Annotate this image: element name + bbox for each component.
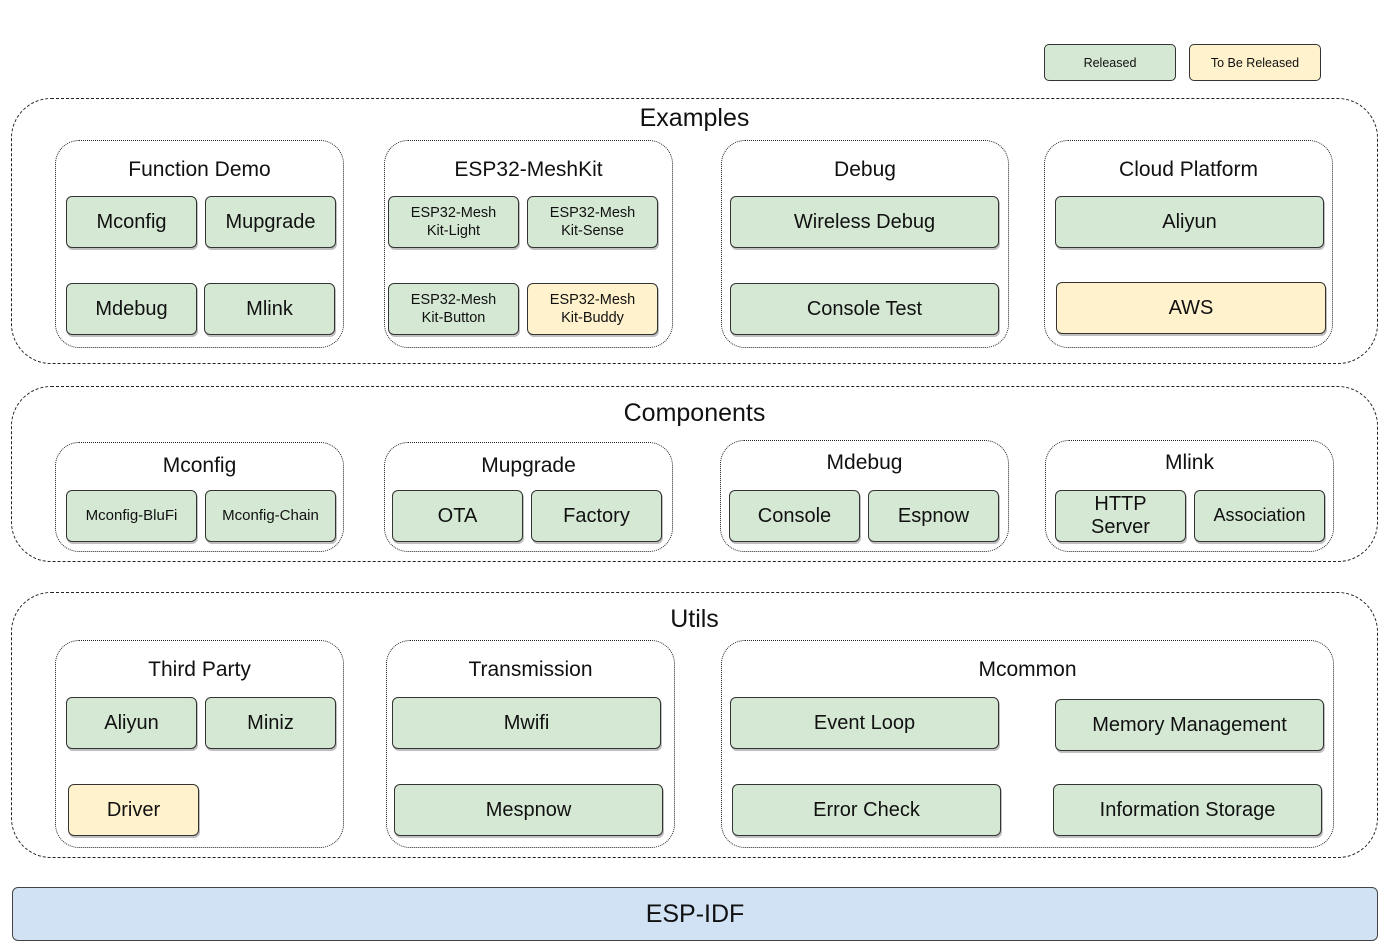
utils-title: Utils bbox=[670, 605, 719, 633]
mespnow-box: Mespnow bbox=[394, 784, 663, 836]
mconfig-chain-box: Mconfig-Chain bbox=[205, 490, 336, 542]
function-demo-group: Function Demo bbox=[55, 140, 344, 348]
meshkit-light-line2: Kit-Light bbox=[426, 223, 481, 239]
console-box: Console bbox=[729, 490, 860, 542]
example-mconfig-box: Mconfig bbox=[66, 196, 197, 248]
legend-released: Released bbox=[1044, 44, 1176, 81]
components-title: Components bbox=[623, 399, 766, 427]
meshkit-sense-line2: Kit-Sense bbox=[561, 223, 624, 239]
mcommon-group: Mcommon bbox=[721, 640, 1334, 848]
mlink-group: Mlink bbox=[1045, 440, 1334, 552]
function-demo-title: Function Demo bbox=[128, 158, 271, 181]
debug-group: Debug bbox=[721, 140, 1009, 348]
meshkit-light-line1: ESP32-Mesh bbox=[410, 204, 497, 221]
components-section: Components bbox=[11, 386, 1378, 562]
meshkit-button-line2: Kit-Button bbox=[421, 310, 486, 326]
driver-box: Driver bbox=[68, 784, 199, 836]
mdebug-group: Mdebug bbox=[720, 440, 1009, 552]
http-server-line2: Server bbox=[1091, 516, 1150, 538]
examples-title: Examples bbox=[639, 104, 750, 132]
ota-box: OTA bbox=[392, 490, 523, 542]
esp-idf-bar: ESP-IDF bbox=[12, 887, 1378, 941]
memory-management-box: Memory Management bbox=[1055, 699, 1324, 751]
examples-section: Examples bbox=[11, 98, 1378, 364]
mupgrade-group: Mupgrade bbox=[384, 442, 673, 552]
mupgrade-title: Mupgrade bbox=[481, 454, 576, 477]
cloud-platform-title: Cloud Platform bbox=[1119, 158, 1258, 181]
miniz-box: Miniz bbox=[205, 697, 336, 749]
meshkit-light-box: ESP32-Mesh Kit-Light bbox=[388, 196, 519, 248]
espnow-box: Espnow bbox=[868, 490, 999, 542]
event-loop-box: Event Loop bbox=[730, 697, 999, 749]
association-box: Association bbox=[1194, 490, 1325, 542]
meshkit-title: ESP32-MeshKit bbox=[454, 158, 603, 181]
third-party-title: Third Party bbox=[148, 658, 251, 681]
mconfig-blufi-box: Mconfig-BluFi bbox=[66, 490, 197, 542]
example-mupgrade-box: Mupgrade bbox=[205, 196, 336, 248]
debug-title: Debug bbox=[834, 158, 896, 181]
meshkit-buddy-box: ESP32-Mesh Kit-Buddy bbox=[527, 283, 658, 335]
error-check-box: Error Check bbox=[732, 784, 1001, 836]
mlink-title: Mlink bbox=[1164, 451, 1214, 474]
factory-box: Factory bbox=[531, 490, 662, 542]
console-test-box: Console Test bbox=[730, 283, 999, 335]
utils-section: Utils bbox=[11, 592, 1378, 858]
example-mdebug-box: Mdebug bbox=[66, 283, 197, 335]
mconfig-group: Mconfig bbox=[55, 442, 344, 552]
legend-to-be-released: To Be Released bbox=[1189, 44, 1321, 81]
mcommon-title: Mcommon bbox=[978, 658, 1077, 681]
cloud-platform-group: Cloud Platform bbox=[1044, 140, 1333, 348]
meshkit-button-line1: ESP32-Mesh bbox=[410, 291, 497, 308]
meshkit-group: ESP32-MeshKit bbox=[384, 140, 673, 348]
cloud-aliyun-box: Aliyun bbox=[1055, 196, 1324, 248]
utils-aliyun-box: Aliyun bbox=[66, 697, 197, 749]
meshkit-sense-box: ESP32-Mesh Kit-Sense bbox=[527, 196, 658, 248]
mdebug-title: Mdebug bbox=[826, 451, 903, 474]
mconfig-title: Mconfig bbox=[162, 454, 237, 477]
information-storage-box: Information Storage bbox=[1053, 784, 1322, 836]
meshkit-buddy-line2: Kit-Buddy bbox=[561, 310, 624, 326]
meshkit-button-box: ESP32-Mesh Kit-Button bbox=[388, 283, 519, 335]
cloud-aws-box: AWS bbox=[1056, 282, 1326, 334]
example-mlink-box: Mlink bbox=[204, 283, 335, 335]
third-party-group: Third Party bbox=[55, 640, 344, 848]
meshkit-buddy-line1: ESP32-Mesh bbox=[549, 291, 636, 308]
wireless-debug-box: Wireless Debug bbox=[730, 196, 999, 248]
meshkit-sense-line1: ESP32-Mesh bbox=[549, 204, 636, 221]
http-server-line1: HTTP bbox=[1094, 493, 1147, 515]
transmission-title: Transmission bbox=[468, 658, 593, 681]
mwifi-box: Mwifi bbox=[392, 697, 661, 749]
transmission-group: Transmission bbox=[386, 640, 675, 848]
http-server-box: HTTP Server bbox=[1055, 490, 1186, 542]
